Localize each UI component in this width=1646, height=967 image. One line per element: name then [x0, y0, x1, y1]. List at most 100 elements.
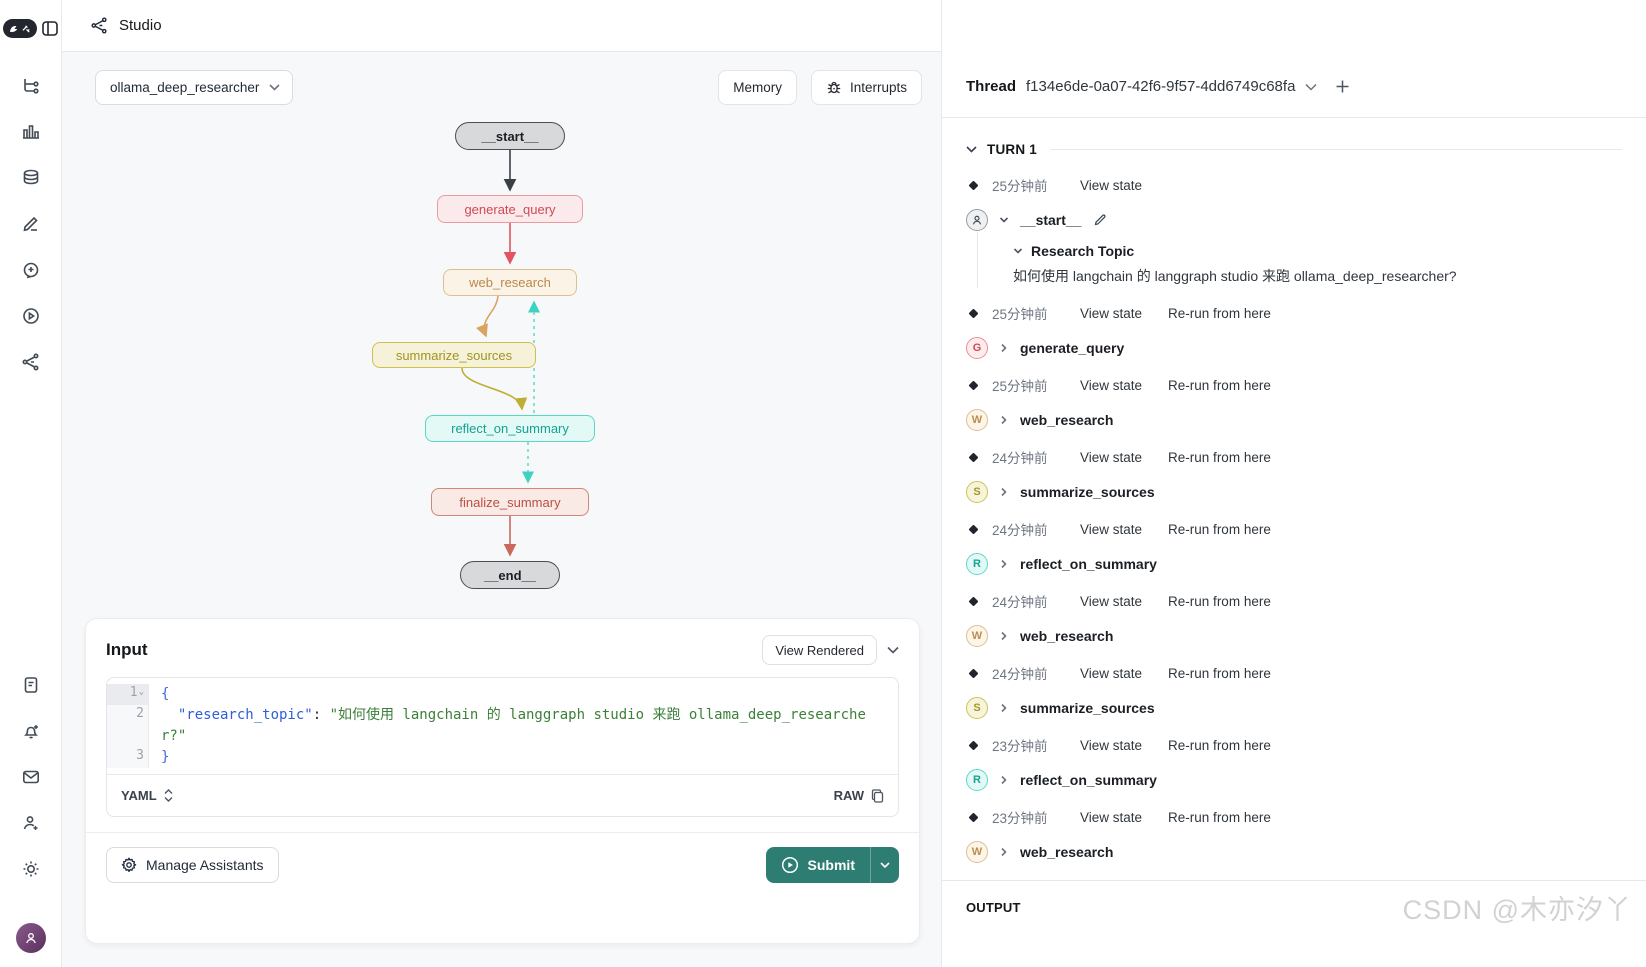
checkpoint-time: 24分钟前: [992, 667, 1048, 682]
graph-node-end[interactable]: __end__: [460, 561, 560, 589]
view-rendered-button[interactable]: View Rendered: [762, 635, 877, 665]
graph-node-reflect-on-summary[interactable]: reflect_on_summary: [425, 415, 595, 442]
turn-rule: [1050, 148, 1622, 150]
rerun-from-here-link[interactable]: Re-run from here: [1168, 665, 1271, 681]
new-thread-plus-icon[interactable]: [1335, 79, 1350, 94]
node-name: web_research: [1020, 844, 1114, 860]
rerun-from-here-link[interactable]: Re-run from here: [1168, 809, 1271, 825]
notifications-icon[interactable]: [21, 721, 41, 741]
editor-line-content[interactable]: {: [149, 684, 898, 705]
graph-node-start[interactable]: __start__: [455, 122, 565, 150]
graph-canvas: ollama_deep_researcher Memory Interrupts: [62, 52, 941, 967]
rerun-from-here-link[interactable]: Re-run from here: [1168, 305, 1271, 321]
studio-canvas-column: Studio ollama_deep_researcher Memory Int…: [62, 0, 941, 967]
copy-icon[interactable]: [871, 788, 884, 803]
mail-icon[interactable]: [21, 767, 41, 787]
prompts-icon[interactable]: [21, 260, 41, 280]
format-selector[interactable]: YAML: [121, 788, 173, 803]
edit-pencil-icon[interactable]: [1093, 213, 1107, 227]
view-state-link[interactable]: View state: [1080, 449, 1143, 465]
view-state-link[interactable]: View state: [1080, 665, 1143, 681]
rerun-from-here-link[interactable]: Re-run from here: [1168, 737, 1271, 753]
raw-toggle[interactable]: RAW: [834, 788, 884, 803]
graph-node-web-research[interactable]: web_research: [443, 269, 577, 296]
rerun-from-here-link[interactable]: Re-run from here: [1168, 449, 1271, 465]
updown-chevrons-icon: [164, 789, 173, 802]
rerun-from-here-link[interactable]: Re-run from here: [1168, 377, 1271, 393]
checkpoint-time: 24分钟前: [992, 451, 1048, 466]
collapse-panel-chevron-icon[interactable]: [887, 646, 899, 654]
checkpoint-diamond-icon: [968, 380, 979, 390]
view-state-link[interactable]: View state: [1080, 377, 1143, 393]
submit-options-caret[interactable]: [870, 847, 899, 883]
start-node-row[interactable]: __start__: [966, 208, 1622, 232]
graph-node-generate-query[interactable]: generate_query: [437, 195, 583, 223]
node-name: web_research: [1020, 628, 1114, 644]
langsmith-logo-icon[interactable]: [3, 19, 37, 38]
studio-icon[interactable]: [21, 352, 41, 372]
thread-chevron-down-icon[interactable]: [1305, 83, 1317, 91]
start-node-name: __start__: [1020, 212, 1082, 228]
chevron-right-icon: [1001, 631, 1007, 641]
graph-selector-dropdown[interactable]: ollama_deep_researcher: [95, 70, 294, 105]
monitoring-icon[interactable]: [21, 122, 41, 142]
view-state-link[interactable]: View state: [1080, 305, 1143, 321]
panel-divider: [86, 832, 919, 833]
datasets-icon[interactable]: [21, 168, 41, 188]
node-avatar: G: [966, 337, 988, 359]
input-panel: Input View Rendered 1⌄{2 "research_topic…: [85, 618, 920, 944]
interrupts-button[interactable]: Interrupts: [810, 70, 922, 105]
manage-assistants-button[interactable]: Manage Assistants: [106, 847, 279, 883]
node-name: summarize_sources: [1020, 700, 1155, 716]
node-name: web_research: [1020, 412, 1114, 428]
sidebar-toggle-icon[interactable]: [42, 21, 58, 36]
json-input-editor[interactable]: 1⌄{2 "research_topic": "如何使用 langchain 的…: [106, 677, 899, 817]
editor-line-number: 1⌄: [107, 684, 149, 705]
docs-icon[interactable]: [21, 675, 41, 695]
editor-line-content[interactable]: "research_topic": "如何使用 langchain 的 lang…: [149, 705, 898, 747]
tracing-projects-icon[interactable]: [21, 76, 41, 96]
view-state-link[interactable]: View state: [1080, 809, 1143, 825]
fold-chevron-icon[interactable]: ⌄: [138, 687, 144, 697]
editor-line-content[interactable]: }: [149, 747, 898, 768]
thread-id: f134e6de-0a07-42f6-9f57-4dd6749c68fa: [1026, 78, 1296, 95]
research-topic-label: Research Topic: [1031, 243, 1135, 259]
turn-header[interactable]: TURN 1: [966, 138, 1622, 160]
graph-node-summarize-sources[interactable]: summarize_sources: [372, 342, 536, 368]
node-avatar: W: [966, 625, 988, 647]
rerun-from-here-link[interactable]: Re-run from here: [1168, 593, 1271, 609]
annotation-icon[interactable]: [21, 214, 41, 234]
playground-icon[interactable]: [21, 306, 41, 326]
checkpoint-diamond-icon: [968, 596, 979, 606]
submit-button[interactable]: Submit: [766, 847, 870, 883]
node-avatar: W: [966, 409, 988, 431]
node-name: generate_query: [1020, 340, 1125, 356]
research-topic-header[interactable]: Research Topic: [1013, 241, 1622, 261]
graph-node-finalize-summary[interactable]: finalize_summary: [431, 488, 589, 516]
invite-user-icon[interactable]: [21, 813, 41, 833]
view-state-link[interactable]: View state: [1080, 177, 1143, 193]
theme-settings-icon[interactable]: [21, 859, 41, 879]
view-state-link[interactable]: View state: [1080, 737, 1143, 753]
view-state-link[interactable]: View state: [1080, 593, 1143, 609]
research-topic-content: 如何使用 langchain 的 langgraph studio 来跑 oll…: [1013, 268, 1457, 284]
rerun-from-here-link[interactable]: Re-run from here: [1168, 521, 1271, 537]
checkpoint-diamond-icon: [968, 524, 979, 534]
user-avatar[interactable]: [15, 923, 46, 953]
node-avatar: W: [966, 841, 988, 863]
view-state-link[interactable]: View state: [1080, 521, 1143, 537]
chevron-right-icon: [1001, 847, 1007, 857]
memory-button[interactable]: Memory: [718, 70, 797, 105]
node-avatar: R: [966, 553, 988, 575]
